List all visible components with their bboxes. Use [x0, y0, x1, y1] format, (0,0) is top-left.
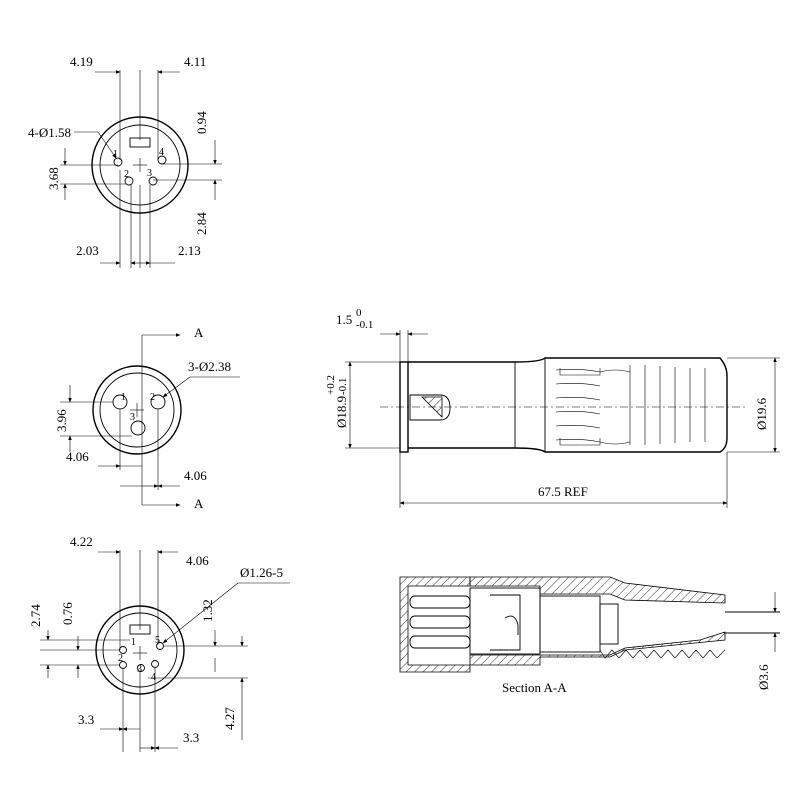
bottom-dim-left: 0.76 [60, 602, 75, 625]
bottom-pin-3: 3 [137, 664, 142, 675]
side-view: 1.5 0 -0.1 Ø18.9 +0.2 -0.1 Ø19.6 67.5 RE… [325, 307, 780, 508]
top-pin-1: 1 [113, 149, 118, 160]
side-dia-left-lower: -0.1 [337, 378, 349, 395]
bottom-dim-right-upper: 1.32 [200, 599, 215, 622]
side-tol-upper: 0 [356, 307, 362, 319]
side-dia-left-base: Ø18.9 [334, 396, 349, 428]
section-label: Section A-A [502, 680, 567, 695]
bottom-pin-1: 1 [131, 637, 136, 648]
bottom-dim-pin-hole: Ø1.26-5 [240, 565, 283, 580]
top-dim-left-mid: 3.68 [46, 167, 61, 190]
bottom-pin-5: 5 [155, 635, 160, 646]
top-dim-right-top: 4.11 [184, 54, 206, 69]
top-pin-3: 3 [147, 168, 152, 179]
bottom-connector-view: 4.22 4.06 Ø1.26-5 2.74 0.76 1.32 4.27 3.… [28, 534, 290, 752]
mid-section-mark-top: A [194, 325, 204, 340]
mid-dim-pin-hole: 3-Ø2.38 [188, 359, 231, 374]
bottom-dim-right-bottom: 3.3 [183, 730, 199, 745]
bottom-dim-far-left: 2.74 [28, 604, 43, 627]
section-view: Ø3.6 Section A-A [399, 576, 780, 695]
top-dim-right-upper: 0.94 [194, 111, 209, 134]
top-pin-2: 2 [124, 169, 129, 180]
mid-dim-left-bottom: 4.06 [66, 449, 89, 464]
bottom-pin-2: 2 [118, 653, 123, 664]
bottom-dim-left-top: 4.22 [70, 534, 93, 549]
top-dim-right-bottom: 2.13 [178, 243, 201, 258]
mid-pin-1: 1 [121, 392, 126, 403]
top-dim-right-lower: 2.84 [194, 212, 209, 235]
bottom-dim-right-lower: 4.27 [222, 707, 237, 730]
top-dim-pin-hole: 4-Ø1.58 [28, 125, 71, 140]
section-dia-cable: Ø3.6 [756, 664, 771, 690]
mid-connector-view: A A 3-Ø2.38 3.96 4.06 4.06 1 2 3 [54, 325, 240, 511]
bottom-pin-4: 4 [151, 672, 156, 683]
top-pin-4: 4 [159, 147, 164, 158]
side-dia-left-upper: +0.2 [325, 375, 337, 395]
side-tol-lower: -0.1 [356, 319, 373, 331]
top-dim-left-top: 4.19 [70, 54, 93, 69]
mid-dim-right-bottom: 4.06 [184, 468, 207, 483]
mid-dim-left: 3.96 [54, 409, 69, 432]
mid-pin-2: 2 [150, 392, 155, 403]
mid-section-mark-bottom: A [194, 496, 204, 511]
side-tol-base: 1.5 [336, 312, 352, 327]
side-length: 67.5 REF [538, 484, 588, 499]
top-connector-view: 4.19 4.11 4-Ø1.58 0.94 2.84 3.68 2.03 2.… [28, 54, 222, 268]
bottom-dim-left-bottom: 3.3 [78, 712, 94, 727]
top-dim-left-bottom: 2.03 [76, 243, 99, 258]
bottom-dim-right-top: 4.06 [186, 553, 209, 568]
side-dia-right: Ø19.6 [754, 397, 769, 430]
mid-pin-3: 3 [130, 412, 135, 423]
